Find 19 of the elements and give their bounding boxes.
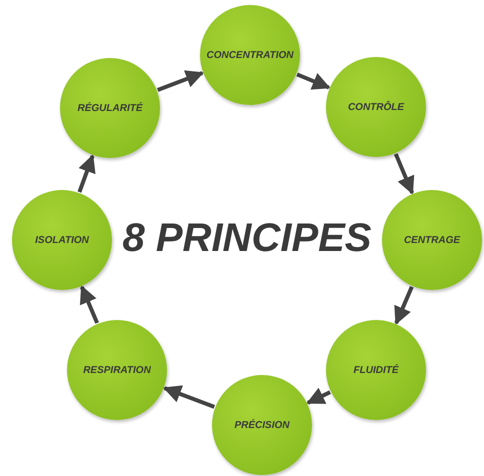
principle-label: RÉGULARITÉ xyxy=(78,102,142,114)
arrow xyxy=(78,154,96,193)
arrow xyxy=(394,153,414,195)
arrow xyxy=(296,72,331,90)
principle-label: PRÉCISION xyxy=(234,420,290,430)
arrow xyxy=(156,70,204,92)
title: 8 PRINCIPES xyxy=(122,216,372,261)
arrow xyxy=(306,388,331,405)
arrow xyxy=(80,285,99,324)
principle-label: ISOLATION xyxy=(35,234,89,246)
principle-label: CONCENTRATION xyxy=(206,50,294,60)
principle-label: FLUIDITÉ xyxy=(354,364,398,376)
principle-label: CONTRÔLE xyxy=(348,102,404,112)
principle-label: CENTRAGE xyxy=(404,234,460,246)
arrow xyxy=(394,286,414,325)
principle-circle xyxy=(326,320,426,420)
principle-circle xyxy=(326,57,426,157)
arrow xyxy=(163,385,216,409)
principle-label: RESPIRATION xyxy=(83,364,151,376)
